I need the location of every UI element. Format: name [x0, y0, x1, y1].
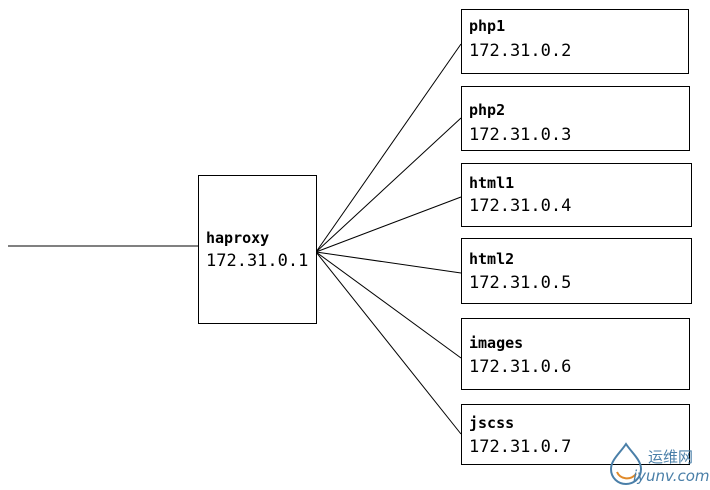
haproxy-ip: 172.31.0.1 — [206, 251, 308, 271]
backend-ip: 172.31.0.7 — [469, 437, 571, 457]
backend-ip: 172.31.0.5 — [469, 273, 571, 293]
haproxy-box — [198, 175, 317, 324]
backend-name: html2 — [469, 250, 514, 268]
backend-ip: 172.31.0.3 — [469, 125, 571, 145]
watermark-title: 运维网 — [648, 448, 693, 466]
backend-name: images — [469, 334, 523, 352]
watermark-url: iyunv.com — [633, 467, 710, 485]
connector-line-jscss — [315, 251, 462, 435]
backend-box — [461, 86, 690, 151]
connector-lines — [315, 43, 462, 435]
backend-ip: 172.31.0.4 — [469, 196, 571, 216]
connector-line-php2 — [315, 117, 462, 253]
backend-box — [461, 163, 692, 227]
backend-node-html1: html1 172.31.0.4 — [461, 163, 692, 227]
backend-name: jscss — [469, 414, 514, 432]
connector-line-html1 — [315, 196, 462, 253]
backend-name: html1 — [469, 174, 514, 192]
connector-line-php1 — [315, 43, 462, 253]
connector-line-html2 — [315, 251, 462, 274]
backend-name: php1 — [469, 17, 505, 35]
connector-line-images — [315, 251, 462, 359]
backend-ip: 172.31.0.2 — [469, 41, 571, 61]
haproxy-name: haproxy — [206, 229, 269, 247]
backend-node-images: images 172.31.0.6 — [461, 318, 690, 390]
backend-ip: 172.31.0.6 — [469, 357, 571, 377]
backend-node-php2: php2 172.31.0.3 — [461, 86, 690, 151]
water-drop-logo-icon — [609, 442, 643, 486]
backend-box — [461, 238, 692, 304]
backend-box — [461, 404, 690, 465]
backend-node-php1: php1 172.31.0.2 — [461, 9, 689, 74]
backend-box — [461, 9, 689, 74]
backend-node-jscss: jscss 172.31.0.7 — [461, 404, 690, 465]
backend-box — [461, 318, 690, 390]
backend-node-html2: html2 172.31.0.5 — [461, 238, 692, 304]
watermark: 运维网 iyunv.com — [609, 442, 710, 486]
haproxy-node: haproxy 172.31.0.1 — [198, 175, 317, 324]
backend-name: php2 — [469, 101, 505, 119]
